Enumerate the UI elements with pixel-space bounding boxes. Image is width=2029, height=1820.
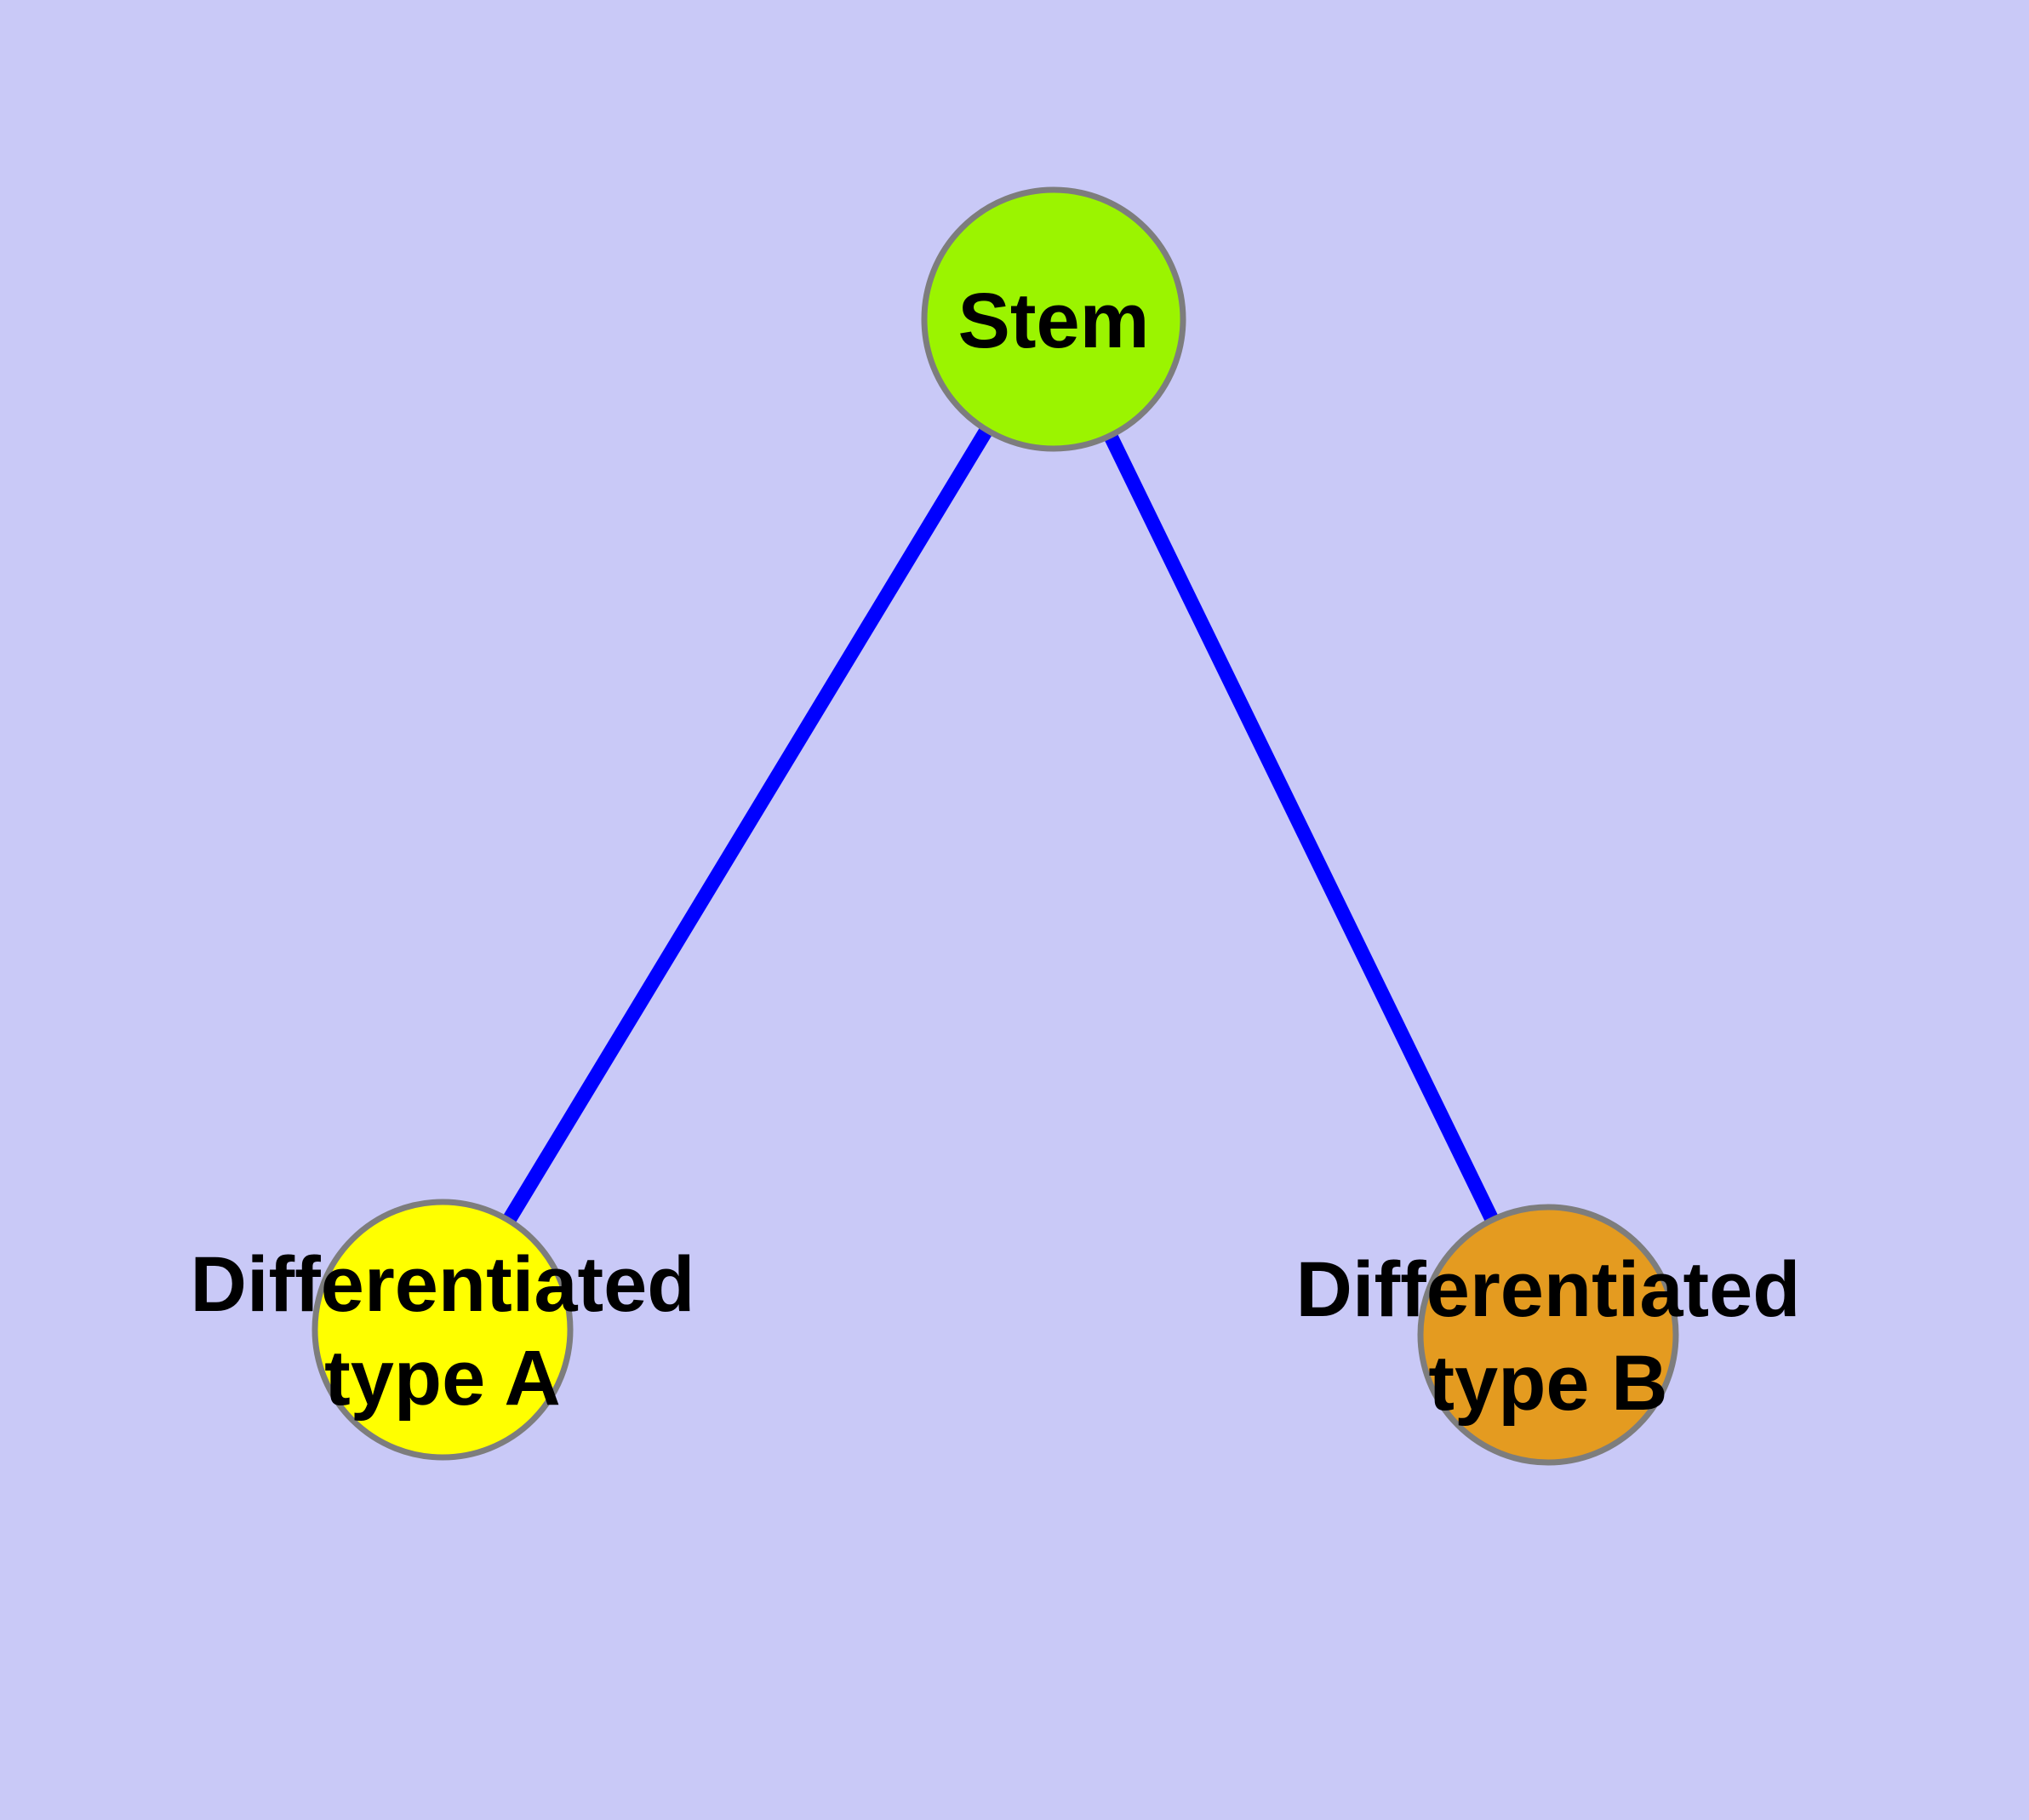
node-differentiated-type-b-circle	[1417, 1204, 1679, 1466]
node-stem-circle	[921, 186, 1186, 452]
node-stem-label: Stem	[958, 278, 1150, 364]
node-differentiated-type-a-circle	[311, 1199, 574, 1461]
edge-stem-to-differentiated-type-a	[436, 315, 1060, 1334]
edge-stem-to-differentiated-type-b	[1047, 316, 1555, 1338]
